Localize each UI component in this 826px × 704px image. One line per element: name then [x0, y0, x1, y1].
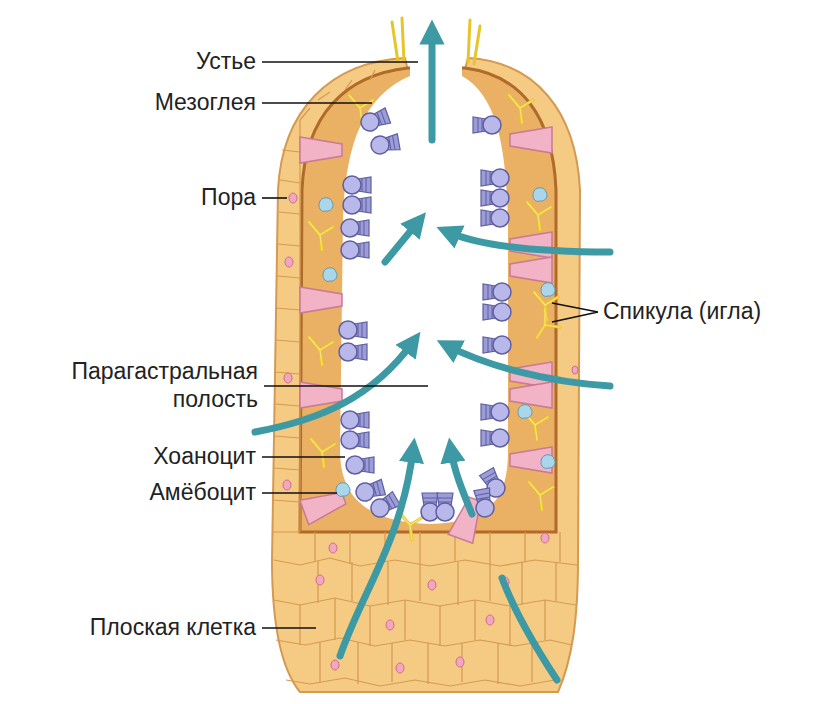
part-label: Плоская клетка — [90, 614, 256, 642]
part-label: Мезоглея — [155, 89, 256, 117]
spicules — [309, 95, 563, 540]
part-label: Хоаноцит — [153, 443, 256, 471]
sponge-body — [272, 0, 580, 692]
leader-lines — [262, 62, 598, 628]
part-label: Пора — [201, 184, 256, 212]
cell-nuclei — [283, 193, 578, 673]
water-flow-arrows — [255, 32, 610, 680]
choanocytes — [339, 107, 511, 521]
part-label: Парагастральная полость — [18, 358, 258, 413]
part-label: Спикула (игла) — [603, 298, 761, 326]
amoebocytes — [319, 188, 555, 497]
part-label: Амёбоцит — [150, 479, 256, 507]
part-label: Устье — [196, 48, 256, 76]
pores — [300, 127, 552, 543]
